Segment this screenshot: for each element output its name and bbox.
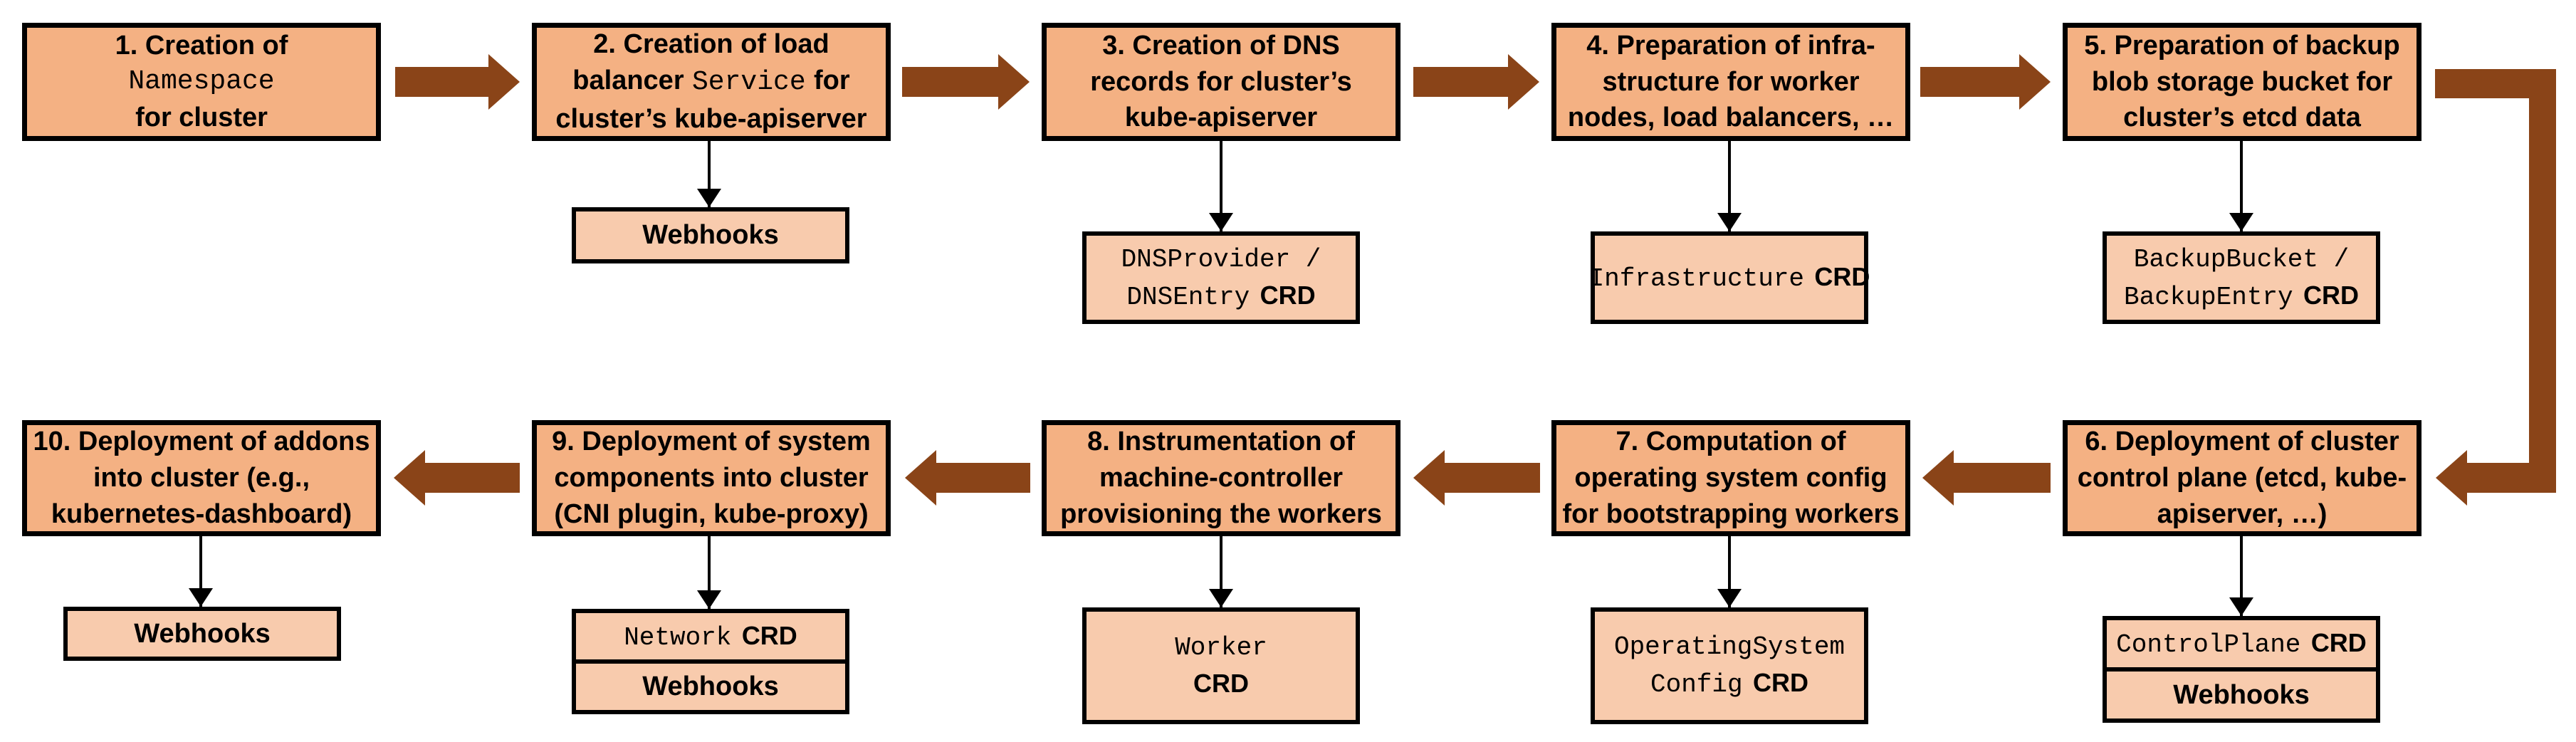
arrow-step1-to-step2	[395, 54, 520, 110]
arrow-step5-to-step6-bottom-segment	[2467, 463, 2556, 493]
connector-step5-backup-crd	[2240, 141, 2243, 231]
connector-step3-dns-crd	[1220, 141, 1222, 231]
infrastructure-crd-label: Infrastructure CRD	[1589, 259, 1870, 297]
webhooks-label: Webhooks	[642, 672, 779, 701]
osc-crd-code-line2: Config	[1650, 669, 1743, 699]
step-2-text-after: for cluster’s kube-apiserver	[555, 66, 867, 134]
step-7-label: 7. Computation of operating system confi…	[1562, 427, 1900, 529]
backup-crd-tag: CRD	[2303, 281, 2360, 310]
dns-crd-code: DNSProvider / DNSEntry	[1121, 245, 1321, 312]
step-1-text: 1. Creation of	[115, 30, 288, 61]
arrow-step7-to-step8	[1413, 450, 1540, 506]
infrastructure-crd-code: Infrastructure	[1588, 263, 1805, 293]
controlplane-crd-code: ControlPlane	[2116, 630, 2301, 659]
step-6-label: 6. Deployment of cluster control plane (…	[2077, 427, 2407, 529]
step-2-text: 2. Creation of load balancer	[572, 29, 829, 96]
arrow-step6-to-step7	[1922, 450, 2051, 506]
step-5-label: 5. Preparation of backup blob storage bu…	[2084, 30, 2400, 133]
network-crd-tag: CRD	[741, 620, 797, 650]
network-webhooks-row: Webhooks	[576, 659, 845, 710]
osc-crd-code-line1: OperatingSystem	[1613, 632, 1845, 662]
osc-crd-tag: CRD	[1753, 667, 1808, 697]
connector-step8-worker-crd	[1220, 536, 1222, 607]
connector-step2-webhooks	[708, 141, 711, 207]
step-7-box: 7. Computation of operating system confi…	[1551, 420, 1910, 536]
arrow-step9-to-step10	[394, 450, 520, 506]
worker-crd-tag: CRD	[1193, 669, 1249, 698]
step-9-box: 9. Deployment of system components into …	[532, 420, 891, 536]
step-3-label: 3. Creation of DNS records for cluster’s…	[1090, 30, 1352, 133]
controlplane-webhooks-row: Webhooks	[2107, 667, 2376, 719]
step-3-box: 3. Creation of DNS records for cluster’s…	[1042, 23, 1400, 141]
worker-crd-code: Worker	[1175, 633, 1267, 663]
connector-step4-infrastructure-crd	[1728, 141, 1731, 231]
step-10-box: 10. Deployment of addons into cluster (e…	[22, 420, 381, 536]
step-8-box: 8. Instrumentation of machine-controller…	[1042, 420, 1400, 536]
infrastructure-crd-tag: CRD	[1814, 261, 1870, 291]
connector-step7-osc-crd	[1728, 536, 1731, 607]
network-crd-webhooks-stack: Network CRD Webhooks	[572, 609, 849, 714]
controlplane-crd-tag: CRD	[2310, 628, 2367, 657]
arrow-step5-to-step6-arrowhead	[2436, 450, 2467, 506]
network-crd-row: Network CRD	[576, 613, 845, 659]
connector-step9-network-stack	[708, 536, 711, 609]
step-1-text-after: for cluster	[135, 103, 268, 133]
arrow-step8-to-step9	[905, 450, 1030, 506]
arrow-step3-to-step4	[1413, 54, 1539, 110]
step-2-code: Service	[692, 67, 806, 98]
connector-step6-controlplane-stack	[2240, 536, 2243, 616]
dns-crd-tag: CRD	[1260, 281, 1316, 310]
webhooks-box-step10: Webhooks	[63, 607, 341, 661]
webhooks-label: Webhooks	[642, 220, 779, 251]
network-crd-code: Network	[624, 622, 732, 652]
step-9-label: 9. Deployment of system components into …	[552, 427, 871, 529]
step-1-code: Namespace	[128, 66, 275, 97]
step-5-box: 5. Preparation of backup blob storage bu…	[2063, 23, 2421, 141]
arrow-step2-to-step3	[902, 54, 1030, 110]
step-1-box: 1. Creation of Namespace for cluster	[22, 23, 381, 141]
webhooks-label: Webhooks	[134, 618, 271, 649]
connector-step10-webhooks	[199, 536, 202, 607]
webhooks-label: Webhooks	[2173, 679, 2310, 710]
step-6-box: 6. Deployment of cluster control plane (…	[2063, 420, 2421, 536]
step-10-label: 10. Deployment of addons into cluster (e…	[33, 427, 370, 529]
step-1-label: 1. Creation of Namespace for cluster	[115, 28, 288, 137]
webhooks-box-step2: Webhooks	[572, 207, 849, 263]
step-8-label: 8. Instrumentation of machine-controller…	[1060, 427, 1382, 529]
step-4-label: 4. Preparation of infra-structure for wo…	[1567, 30, 1895, 133]
infrastructure-crd-box: Infrastructure CRD	[1589, 231, 1870, 324]
backup-crd-code: BackupBucket / BackupEntry	[2123, 245, 2350, 312]
controlplane-crd-webhooks-stack: ControlPlane CRD Webhooks	[2103, 616, 2380, 723]
arrow-step4-to-step5	[1920, 54, 2051, 110]
controlplane-crd-row: ControlPlane CRD	[2107, 620, 2376, 667]
step-4-box: 4. Preparation of infra-structure for wo…	[1551, 23, 1910, 141]
arrow-step5-to-step6-vertical-segment	[2529, 69, 2556, 493]
